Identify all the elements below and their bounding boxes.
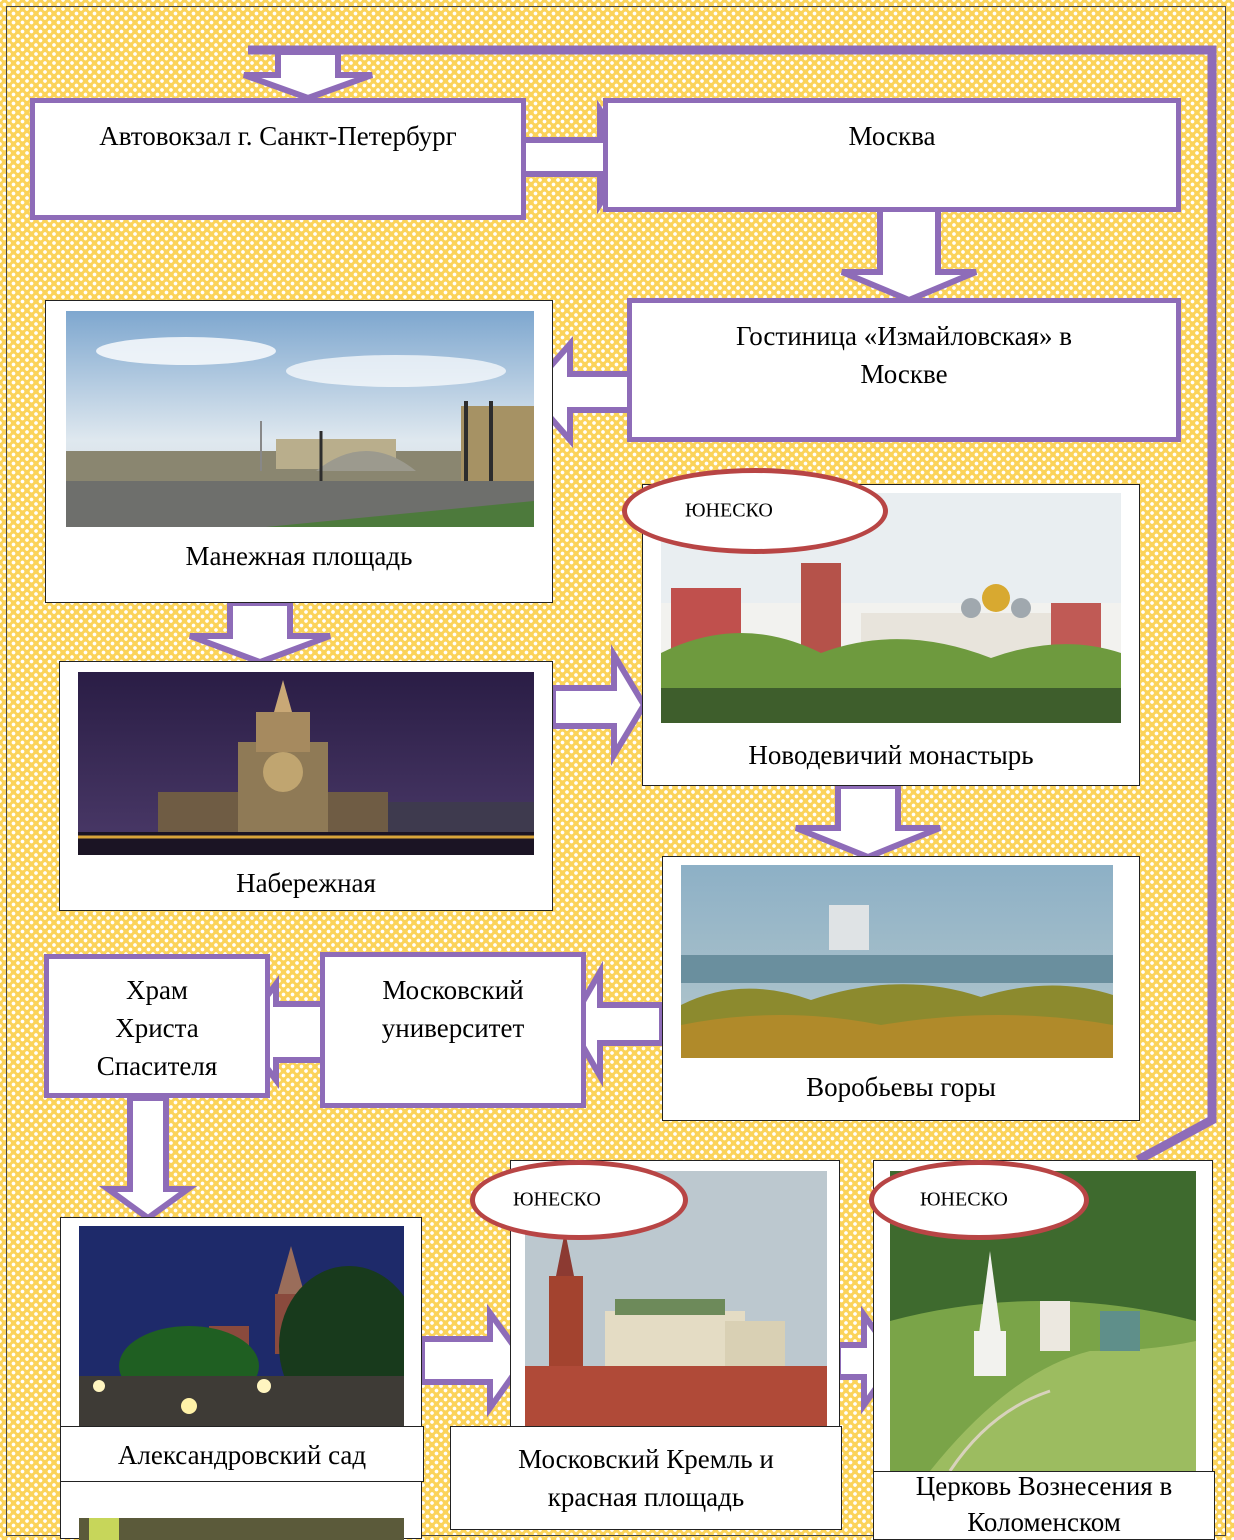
node-cathedral: Храм Христа Спасителя [44,954,270,1098]
sparrow-hills-photo [681,865,1113,1058]
cathedral-label-line3: Спасителя [96,1051,218,1081]
kremlin-label-box: Московский Кремль и красная площадь [450,1426,842,1530]
unesco-badge-text: ЮНЕСКО [685,499,773,522]
cathedral-label-line2: Христа [115,1013,199,1043]
return-path-line [248,45,1217,1164]
kremlin-caption-line2: красная площадь [547,1482,745,1512]
unesco-badge-church: ЮНЕСКО [869,1160,1089,1240]
alexander-garden-caption: Александровский сад [117,1440,367,1470]
arrow-right-novodevichy [550,644,648,766]
novodevichy-caption: Новодевичий монастырь [748,740,1034,770]
bus-station-label: Автовокзал г. Санкт-Петербург [99,121,457,151]
node-university: Московский университет [320,952,586,1108]
hotel-label-line1: Гостиница «Измайловская» в [736,321,1072,351]
church-caption-line1: Церковь Вознесения в [915,1471,1173,1501]
arrow-down-embankment [188,600,332,666]
embankment-photo [78,672,534,855]
kremlin-caption-line1: Московский Кремль и [518,1444,774,1474]
manezh-photo [66,311,534,527]
university-label-line2: университет [381,1013,525,1043]
node-hotel: Гостиница «Измайловская» в Москве [627,298,1181,442]
node-embankment: Набережная [59,661,553,911]
node-sparrow-hills: Воробьевы горы [662,856,1140,1121]
alexander-garden-photo-bottom [79,1518,404,1540]
unesco-badge-text: ЮНЕСКО [513,1188,601,1211]
unesco-badge-text: ЮНЕСКО [920,1188,1008,1211]
cathedral-label-line1: Храм [125,975,189,1005]
hotel-label-line2: Москве [860,359,948,389]
node-moscow: Москва [603,98,1181,212]
church-label-box: Церковь Вознесения в Коломенском [873,1471,1215,1540]
node-bus-station: Автовокзал г. Санкт-Петербург [30,98,526,220]
embankment-caption: Набережная [236,868,376,898]
arrow-down-sparrow [794,783,942,861]
church-photo [890,1171,1196,1471]
manezh-caption: Манежная площадь [185,541,413,571]
arrow-down-alexander [98,1095,198,1222]
node-alexander-garden: Александровский сад [60,1217,424,1540]
alexander-garden-photo [79,1226,404,1426]
alexander-garden-label-box: Александровский сад [60,1426,424,1482]
unesco-badge-novodevichy: ЮНЕСКО [622,468,888,554]
sparrow-hills-caption: Воробьевы горы [806,1072,996,1102]
university-label-line1: Московский [382,975,524,1005]
church-caption-line2: Коломенском [967,1507,1121,1537]
moscow-label: Москва [848,121,936,151]
unesco-badge-kremlin: ЮНЕСКО [470,1160,688,1240]
node-manezh: Манежная площадь [45,300,553,603]
arrow-down-start [242,49,374,102]
arrow-right-kremlin [419,1303,528,1418]
